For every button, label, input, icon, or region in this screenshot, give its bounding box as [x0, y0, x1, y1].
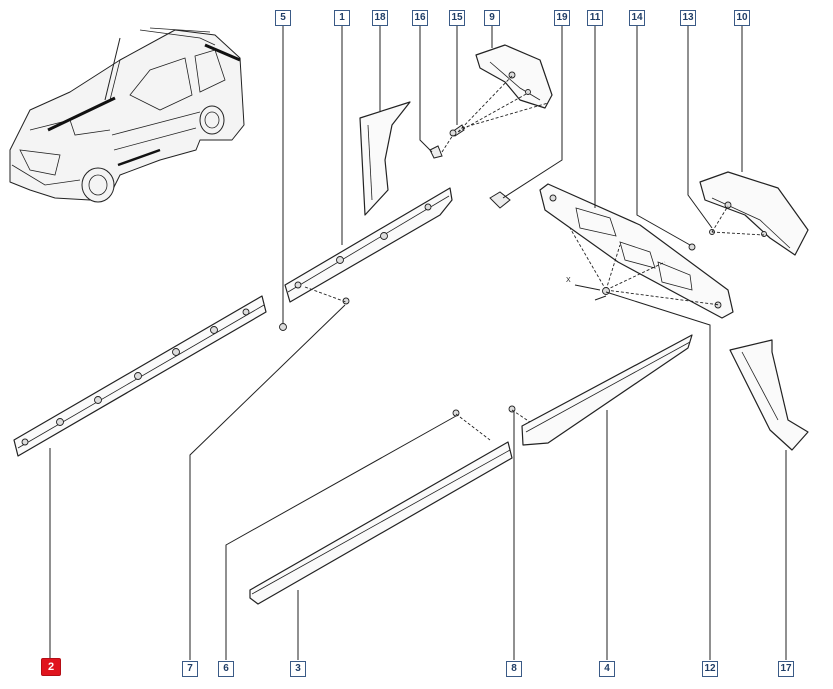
callout-15[interactable]: 15	[449, 10, 465, 26]
part-15-screw	[449, 124, 465, 137]
part-9-mirror-cover	[475, 44, 553, 109]
callout-19[interactable]: 19	[554, 10, 570, 26]
callout-8[interactable]: 8	[506, 661, 522, 677]
part-18-pillar-trim	[359, 101, 411, 216]
part-19-pad	[489, 191, 511, 209]
part-17-c-pillar-trim	[729, 339, 809, 451]
callout-16[interactable]: 16	[412, 10, 428, 26]
mark-x-label: X	[566, 277, 571, 284]
callout-18[interactable]: 18	[372, 10, 388, 26]
part-3-lower-moulding	[249, 441, 513, 605]
callout-1[interactable]: 1	[334, 10, 350, 26]
leader-lines	[49, 26, 787, 660]
callout-10[interactable]: 10	[734, 10, 750, 26]
car-illustration	[9, 27, 245, 203]
callout-2-selected[interactable]: 2	[41, 658, 61, 676]
callout-3[interactable]: 3	[290, 661, 306, 677]
part-1-rear-door-moulding	[284, 187, 453, 303]
callout-4[interactable]: 4	[599, 661, 615, 677]
part-14-13-screws	[688, 229, 715, 251]
part-12-fastener	[602, 287, 610, 295]
callout-6[interactable]: 6	[218, 661, 234, 677]
callout-11[interactable]: 11	[587, 10, 603, 26]
part-10-spoiler-cover	[699, 171, 809, 256]
part-16-clip	[429, 145, 443, 159]
part-4-rear-moulding	[521, 334, 693, 446]
callout-12[interactable]: 12	[702, 661, 718, 677]
callout-14[interactable]: 14	[629, 10, 645, 26]
part-2-front-door-moulding	[13, 295, 267, 457]
part-5-screw	[279, 323, 287, 331]
callout-7[interactable]: 7	[182, 661, 198, 677]
part-11-tailgate-trim	[539, 183, 734, 319]
callout-17[interactable]: 17	[778, 661, 794, 677]
callout-5[interactable]: 5	[275, 10, 291, 26]
callout-13[interactable]: 13	[680, 10, 696, 26]
callout-9[interactable]: 9	[484, 10, 500, 26]
